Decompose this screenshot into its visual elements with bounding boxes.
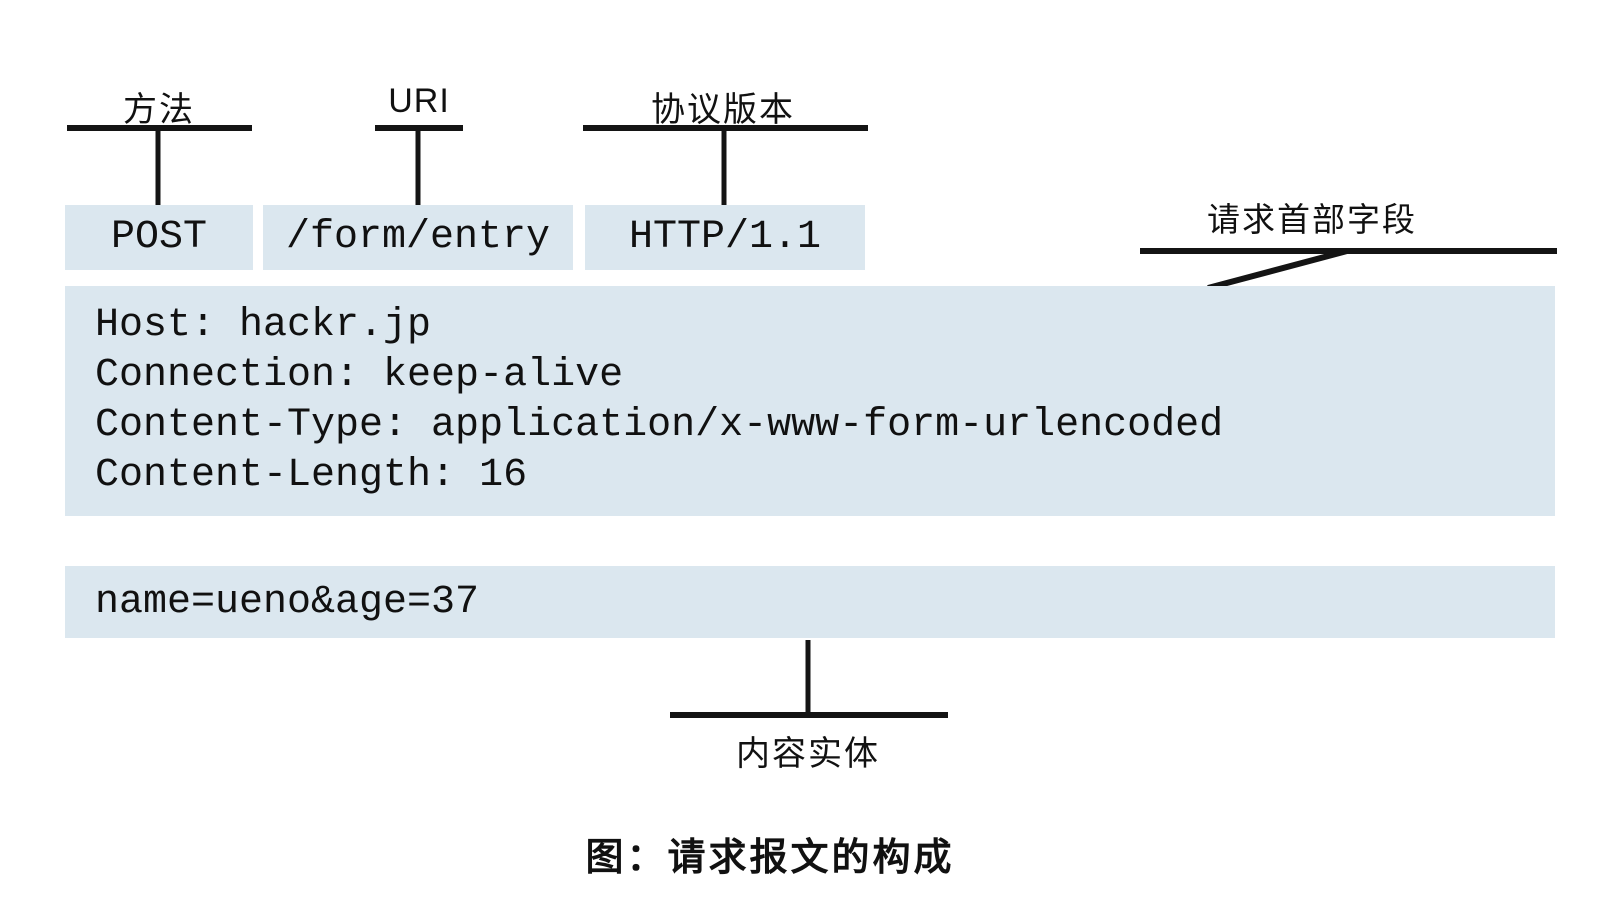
uri-label: URI	[388, 82, 450, 120]
method-value-box: POST	[65, 205, 253, 270]
headers-block: Host: hackr.jp Connection: keep-alive Co…	[65, 286, 1555, 516]
entity-label: 内容实体	[736, 735, 880, 773]
uri-value-box: /form/entry	[263, 205, 573, 270]
header-line-host: Host: hackr.jp	[95, 303, 432, 348]
version-label: 协议版本	[651, 91, 795, 129]
headers-label: 请求首部字段	[1207, 201, 1417, 238]
header-line-connection: Connection: keep-alive	[95, 353, 624, 398]
headers-pointer-diagonal	[1207, 248, 1348, 291]
method-label: 方法	[123, 91, 195, 129]
version-value-box: HTTP/1.1	[585, 205, 865, 270]
header-line-content-length: Content-Length: 16	[95, 453, 528, 498]
figure-caption: 图：请求报文的构成	[585, 837, 955, 879]
header-line-content-type: Content-Type: application/x-www-form-url…	[95, 403, 1224, 448]
entity-body-block: name=ueno&age=37	[65, 566, 1555, 638]
